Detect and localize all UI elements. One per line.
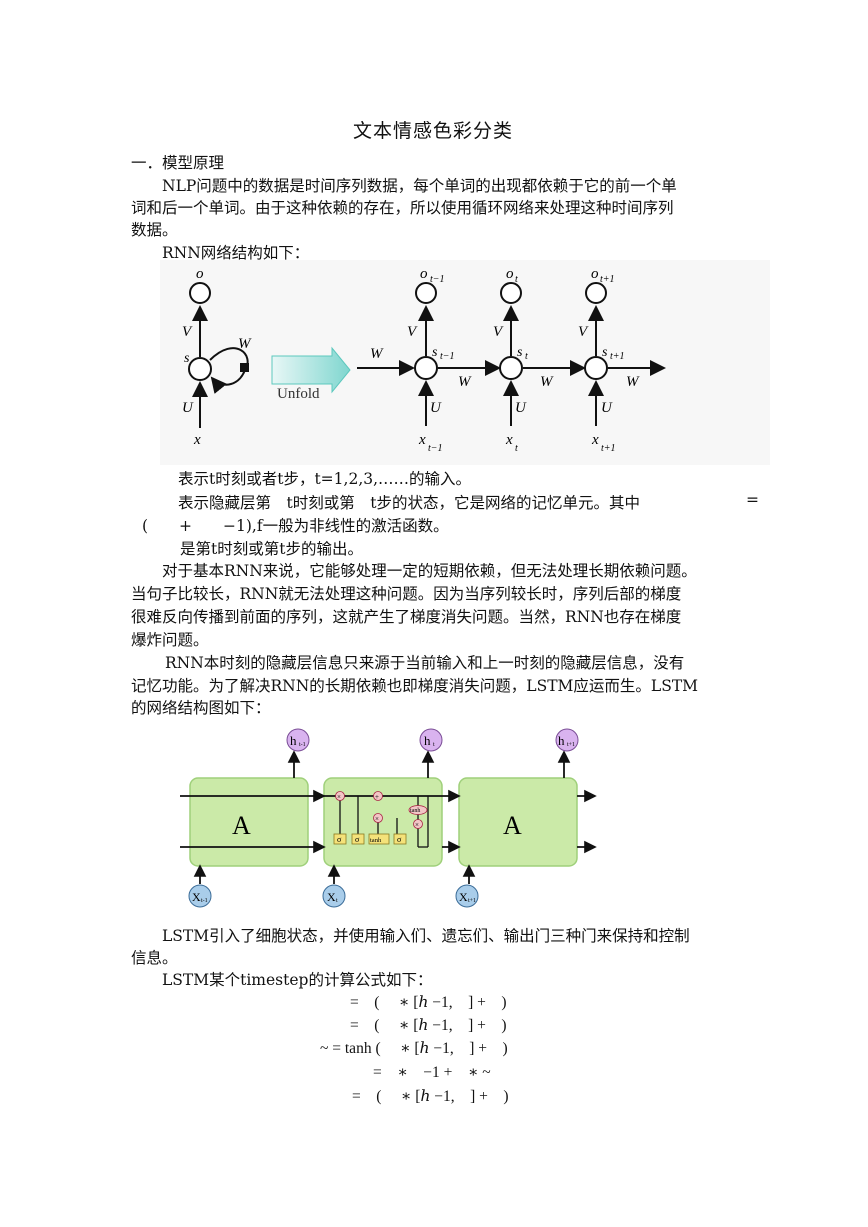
svg-text:s: s (432, 345, 438, 360)
rnn-w-2-label: W (540, 374, 554, 390)
op-times-input: × (375, 815, 379, 823)
paragraph-2-line-3: 很难反向传播到前面的序列，这就产生了梯度消失问题。当然，RNN也存在梯度 (131, 608, 682, 626)
x-node-current: X t (322, 884, 346, 908)
rnn-step-t: o t V s t U x t (493, 266, 528, 454)
h-node-next: h t+1 (555, 728, 579, 752)
svg-text:U: U (430, 400, 442, 416)
rnn-intro: RNN网络结构如下： (162, 244, 310, 262)
paragraph-1-line-2: 词和后一个单词。由于这种依赖的存在，所以使用循环网络来处理这种时间序列 (131, 199, 674, 217)
svg-text:U: U (601, 400, 613, 416)
op-times-output: × (415, 821, 419, 829)
svg-text:V: V (578, 324, 589, 340)
paragraph-3-line-2: 记忆功能。为了解决RNN的长期依赖也即梯度消失问题，LSTM应运而生。LSTM (131, 677, 699, 695)
rnn-u-label: U (182, 400, 194, 416)
svg-text:t+1: t+1 (601, 443, 616, 454)
paragraph-2-line-4: 爆炸问题。 (131, 631, 209, 649)
op-tanh-cell: tanh (410, 808, 420, 814)
svg-text:o: o (420, 266, 428, 282)
paragraph-1-line-1: NLP问题中的数据是时间序列数据，每个单词的出现都依赖于它的前一个单 (162, 177, 677, 195)
lstm-block-next (458, 777, 578, 867)
svg-text:X: X (192, 890, 201, 904)
paragraph-4-line-1: LSTM引入了细胞状态，并使用输入们、遗忘们、输出门三种门来保持和控制 (162, 927, 690, 945)
paragraph-2-line-1: 对于基本RNN来说，它能够处理一定的短期依赖，但无法处理长期依赖问题。 (162, 562, 697, 580)
gate-sigma-output: σ (397, 835, 402, 844)
svg-text:t+1: t+1 (610, 351, 625, 362)
svg-text:V: V (407, 324, 418, 340)
rnn-x-label: x (193, 432, 201, 448)
desc-hidden-c: ( + −1),f一般为非线性的激活函数。 (142, 517, 449, 535)
lstm-diagram: A A σ σ tanh σ × + × tanh × h t-1 h t (180, 728, 597, 908)
svg-text:t: t (525, 351, 528, 362)
lstm-block-prev (189, 777, 309, 867)
gate-sigma-forget: σ (337, 835, 342, 844)
rnn-step-t-plus-1: o t+1 V s t+1 U x t+1 (578, 266, 625, 454)
rnn-w-label: W (238, 336, 252, 352)
rnn-w-out-label: W (626, 374, 640, 390)
gate-tanh-candidate: tanh (370, 837, 382, 844)
op-times-forget: × (337, 793, 341, 801)
formula-1: = ( ∗ [ℎ −1, ] + ) (350, 994, 507, 1011)
formula-2: = ( ∗ [ℎ −1, ] + ) (350, 1017, 507, 1034)
h-node-prev: h t-1 (286, 728, 310, 752)
formula-5: = ( ∗ [ℎ −1, ] + ) (352, 1088, 509, 1105)
svg-text:s: s (517, 345, 523, 360)
svg-text:X: X (459, 890, 468, 904)
formula-intro: LSTM某个timestep的计算公式如下： (162, 971, 433, 989)
svg-text:t+1: t+1 (567, 742, 575, 748)
svg-text:t−1: t−1 (430, 274, 445, 285)
svg-text:X: X (327, 890, 336, 904)
svg-text:o: o (506, 266, 514, 282)
svg-text:V: V (493, 324, 504, 340)
x-node-next: X t+1 (455, 884, 479, 908)
svg-text:t−1: t−1 (440, 351, 455, 362)
lstm-block-current (323, 777, 443, 867)
desc-output: 是第t时刻或第t步的输出。 (180, 540, 363, 558)
gate-sigma-input: σ (355, 835, 360, 844)
unfold-label: Unfold (277, 386, 320, 402)
paragraph-1-line-3: 数据。 (131, 221, 178, 239)
section-heading: 一．模型原理 (131, 154, 225, 172)
svg-text:t: t (515, 443, 518, 454)
svg-text:t−1: t−1 (428, 443, 443, 454)
page-title: 文本情感色彩分类 (353, 120, 514, 142)
h-node-current: h t (419, 728, 443, 752)
rnn-o-label: o (196, 266, 204, 282)
paragraph-3-line-3: 的网络结构图如下： (131, 699, 271, 717)
formula-3: ~ = tanh ( ∗ [ℎ −1, ] + ) (320, 1040, 508, 1057)
paragraph-4-line-2: 信息。 (131, 949, 178, 967)
svg-text:o: o (591, 266, 599, 282)
svg-text:t: t (336, 898, 338, 904)
lstm-block-next-label: A (503, 811, 522, 840)
x-node-prev: X t-1 (188, 884, 212, 908)
svg-text:t-1: t-1 (299, 742, 306, 748)
svg-text:h: h (290, 733, 297, 748)
svg-text:t+1: t+1 (468, 898, 476, 904)
svg-text:x: x (505, 432, 513, 448)
svg-text:h: h (424, 733, 431, 748)
lstm-block-prev-label: A (232, 811, 251, 840)
paragraph-2-line-2: 当句子比较长，RNN就无法处理这种问题。因为当序列较长时，序列后部的梯度 (131, 585, 682, 603)
svg-text:x: x (418, 432, 426, 448)
rnn-step-t-minus-1: o t−1 V s t−1 U x t−1 (407, 266, 455, 454)
svg-text:t: t (433, 742, 435, 748)
svg-text:s: s (602, 345, 608, 360)
op-plus-cell: + (375, 793, 379, 801)
svg-text:t: t (515, 274, 518, 285)
rnn-s-label: s (184, 351, 190, 366)
desc-input: 表示t时刻或者t步，t=1,2,3,……的输入。 (178, 470, 472, 488)
svg-text:t-1: t-1 (201, 898, 208, 904)
svg-text:U: U (515, 400, 527, 416)
paragraph-3-line-1: RNN本时刻的隐藏层信息只来源于当前输入和上一时刻的隐藏层信息，没有 (165, 654, 685, 672)
svg-text:x: x (591, 432, 599, 448)
rnn-v-label: V (182, 324, 193, 340)
rnn-w-1-label: W (458, 374, 472, 390)
rnn-diagram: o V W s U x Unfold W o t−1 V s t−1 U x t… (160, 260, 770, 465)
svg-text:t+1: t+1 (600, 274, 615, 285)
svg-text:h: h (558, 733, 565, 748)
desc-hidden-a: 表示隐藏层第 t时刻或第 t步的状态，它是网络的记忆单元。其中 (178, 494, 640, 512)
rnn-w-in-label: W (370, 346, 384, 362)
formula-4: = ∗ −1 + ∗ ~ (373, 1064, 491, 1081)
desc-hidden-b: = (746, 491, 759, 509)
